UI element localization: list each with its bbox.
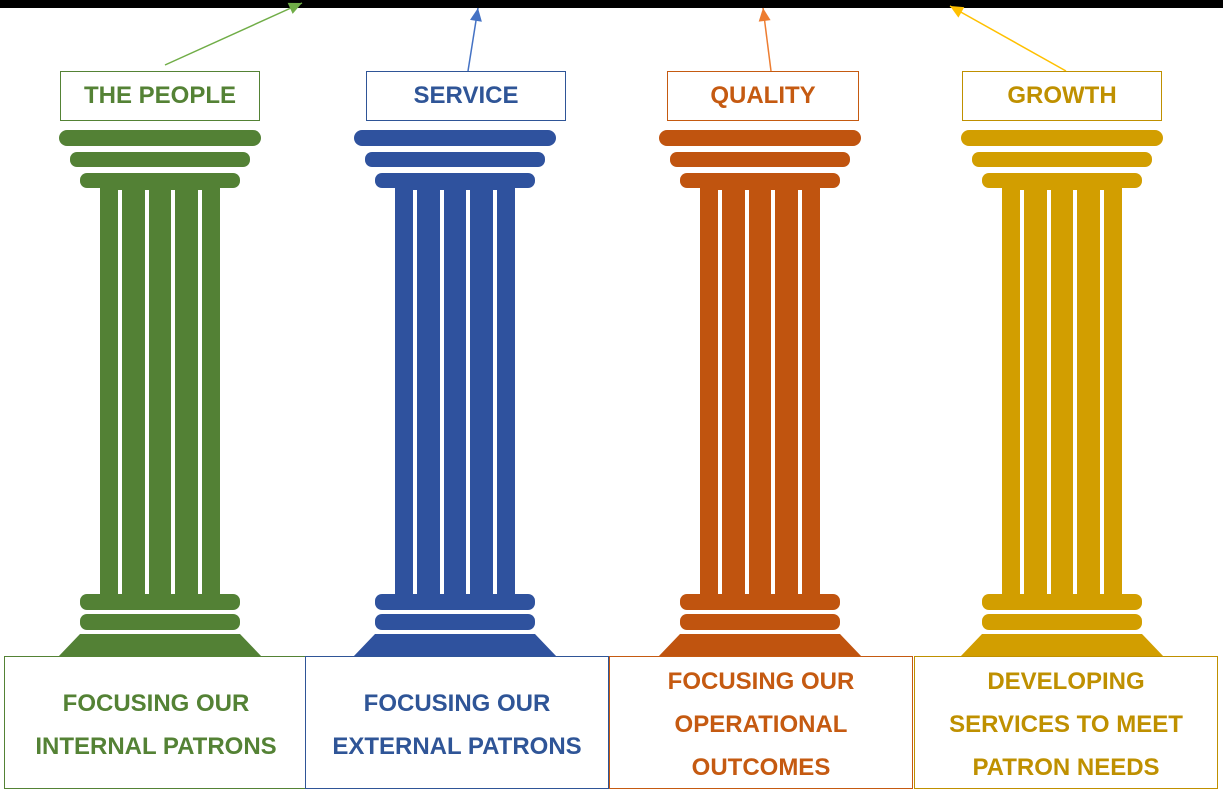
pillar-flute-service-3 — [466, 190, 470, 594]
pillar-base-ring-top-quality — [680, 594, 840, 610]
arrow-head-people — [287, 2, 302, 14]
pillar-flute-quality-3 — [771, 190, 775, 594]
pillar-base-ring-top-growth — [982, 594, 1142, 610]
arrow-line-growth — [949, 5, 1067, 72]
pillar-capital-top-service — [354, 130, 556, 146]
pillar-capital-top-growth — [961, 130, 1163, 146]
pillar-capital-bottom-people — [80, 173, 240, 188]
pillar-flute-growth-3 — [1073, 190, 1077, 594]
pillar-capital-middle-people — [70, 152, 250, 167]
arrow-line-people — [164, 2, 303, 66]
pillar-label-people: THE PEOPLE — [60, 71, 260, 121]
pillar-capital-top-quality — [659, 130, 861, 146]
pillar-base-ring-top-service — [375, 594, 535, 610]
pillar-description-people: FOCUSING OUR INTERNAL PATRONS — [4, 656, 308, 789]
top-bar — [0, 0, 1223, 8]
pillar-label-growth: GROWTH — [962, 71, 1162, 121]
pillar-label-service: SERVICE — [366, 71, 566, 121]
pillar-base-ring-bottom-service — [375, 614, 535, 630]
pillar-flute-growth-2 — [1047, 190, 1051, 594]
pillar-flute-people-4 — [198, 190, 202, 594]
pillar-flute-service-4 — [493, 190, 497, 594]
pillar-label-quality: QUALITY — [667, 71, 859, 121]
pillar-flute-growth-4 — [1100, 190, 1104, 594]
arrow-head-quality — [758, 8, 771, 22]
pillar-base-ring-bottom-growth — [982, 614, 1142, 630]
pillar-flute-people-1 — [118, 190, 122, 594]
pillar-flute-people-2 — [145, 190, 149, 594]
pillar-capital-top-people — [59, 130, 261, 146]
pillar-flute-growth-1 — [1020, 190, 1024, 594]
pillar-capital-middle-quality — [670, 152, 850, 167]
pillar-plinth-quality — [658, 634, 862, 657]
pillar-capital-middle-growth — [972, 152, 1152, 167]
pillar-plinth-growth — [960, 634, 1164, 657]
pillar-plinth-people — [58, 634, 262, 657]
pillar-description-quality: FOCUSING OUR OPERATIONAL OUTCOMES — [609, 656, 913, 789]
pillar-capital-bottom-quality — [680, 173, 840, 188]
pillar-plinth-service — [353, 634, 557, 657]
pillar-capital-bottom-growth — [982, 173, 1142, 188]
pillar-flute-service-2 — [440, 190, 444, 594]
pillar-capital-middle-service — [365, 152, 545, 167]
pillar-description-growth: DEVELOPING SERVICES TO MEET PATRON NEEDS — [914, 656, 1218, 789]
pillar-base-ring-bottom-quality — [680, 614, 840, 630]
pillar-flute-quality-2 — [745, 190, 749, 594]
pillar-base-ring-bottom-people — [80, 614, 240, 630]
pillar-flute-quality-1 — [718, 190, 722, 594]
arrow-head-growth — [950, 6, 965, 18]
pillar-description-service: FOCUSING OUR EXTERNAL PATRONS — [305, 656, 609, 789]
pillar-base-ring-top-people — [80, 594, 240, 610]
pillar-flute-quality-4 — [798, 190, 802, 594]
pillar-flute-people-3 — [171, 190, 175, 594]
pillar-capital-bottom-service — [375, 173, 535, 188]
pillar-flute-service-1 — [413, 190, 417, 594]
arrow-head-service — [470, 8, 482, 22]
